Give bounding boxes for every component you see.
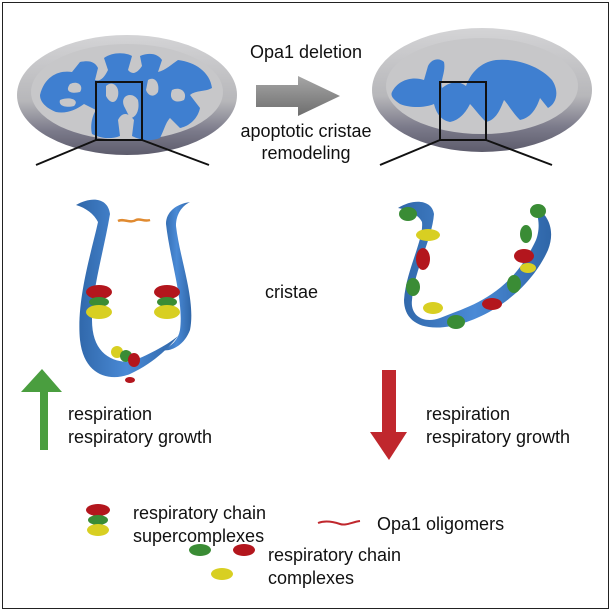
legend-complexes-line1: respiratory chain	[268, 545, 402, 565]
crista-membrane	[398, 201, 552, 328]
decrease-arrow	[370, 370, 407, 460]
complex-red	[416, 248, 430, 270]
complex-red	[128, 353, 140, 367]
complex-red	[125, 377, 135, 383]
legend-complex-icon	[189, 544, 255, 580]
complex-yellow	[111, 346, 123, 358]
opa1-oligomer	[117, 218, 151, 223]
crista-membrane-right	[162, 202, 192, 351]
legend-complexes-line2: complexes	[268, 568, 355, 588]
supercomplex-right	[154, 285, 180, 319]
remodeled-mitochondrion	[372, 28, 592, 166]
complex-green	[530, 204, 546, 218]
cristae-gaps	[59, 78, 186, 118]
cristae-shapes	[391, 59, 557, 122]
cristae-label: cristae	[265, 282, 319, 302]
normal-mitochondrion	[17, 35, 237, 166]
complex-yellow	[520, 263, 536, 273]
transition-label-top: Opa1 deletion	[249, 42, 363, 62]
complex-yellow	[423, 302, 443, 314]
legend-supercomplex-icon	[86, 504, 110, 536]
complex-green	[447, 315, 465, 329]
right-effect-line2: respiratory growth	[426, 427, 571, 447]
complex-green	[520, 225, 532, 243]
complex-red	[514, 249, 534, 263]
transition-label-bottom-1: apoptotic cristae	[240, 121, 372, 141]
legend-supercomplexes-line2: supercomplexes	[133, 526, 265, 546]
zoom-line-right	[485, 139, 553, 166]
supercomplex-left	[86, 285, 112, 319]
increase-arrow	[21, 369, 62, 450]
complex-yellow	[416, 229, 440, 241]
left-effect-line2: respiratory growth	[68, 427, 213, 447]
right-effect-line1: respiration	[426, 404, 511, 424]
zoom-box	[439, 81, 487, 141]
zoom-line-left	[35, 139, 97, 166]
transition-arrow	[256, 76, 340, 116]
zoom-box	[95, 81, 143, 141]
remodeled-crista	[398, 201, 552, 329]
legend-opa1: Opa1 oligomers	[377, 514, 505, 534]
legend-opa1-icon	[317, 520, 361, 526]
zoom-line-left	[379, 139, 441, 166]
left-effect-line1: respiration	[68, 404, 153, 424]
complex-green	[406, 278, 420, 296]
zoom-line-right	[141, 139, 210, 166]
complex-green	[507, 275, 521, 293]
normal-crista	[76, 199, 192, 383]
crista-membrane-left	[76, 199, 178, 378]
transition-label-bottom-2: remodeling	[261, 143, 351, 163]
legend-supercomplexes-line1: respiratory chain	[133, 503, 267, 523]
complex-green	[399, 207, 417, 221]
complex-red	[482, 298, 502, 310]
